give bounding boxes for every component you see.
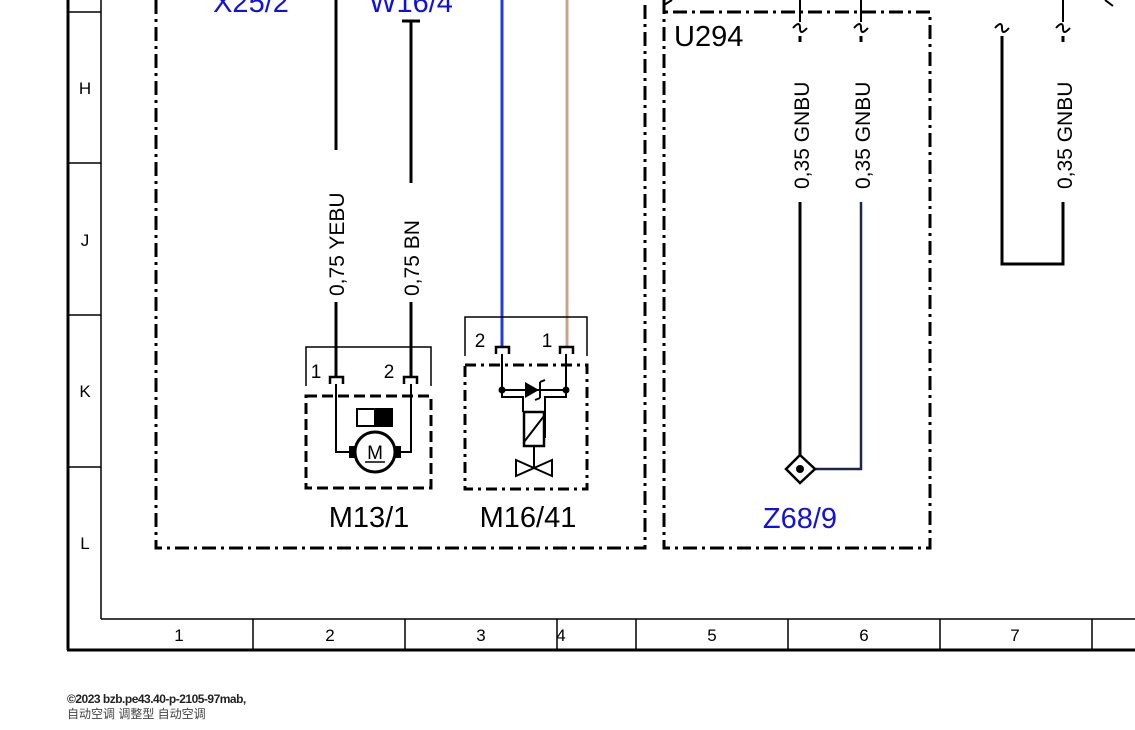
col-label-1: 1: [174, 626, 183, 645]
m16-41-connector-housing: [464, 316, 588, 356]
m16-41-pin1-label: 1: [542, 331, 553, 352]
col-label-3: 3: [476, 626, 485, 645]
motor-symbol-label: M: [367, 443, 383, 464]
m13-1-pin1-label: 1: [311, 362, 322, 383]
footer-line-2: 自动空调 调整型 自动空调: [67, 707, 206, 721]
edge-mark: [1104, 0, 1114, 7]
connector-label-x25-2: X25/2: [213, 0, 289, 19]
wire-break-icon: [792, 0, 808, 33]
row-label-h: H: [79, 79, 91, 98]
wire-label-gnbu-c: 0,35 GNBU: [1054, 82, 1077, 189]
m13-1-internal-wire-left: [335, 384, 352, 453]
m13-1-internal-wire-right: [398, 384, 412, 453]
col-label-2: 2: [325, 626, 334, 645]
m13-1-pin1-terminal: [328, 375, 345, 384]
wire-label-bn: 0,75 BN: [401, 220, 424, 296]
m13-1-component-box: [304, 394, 433, 490]
m13-1-actuator-flap-fill: [374, 409, 392, 426]
connector-label-w16-4: W16/4: [369, 0, 453, 19]
u294-boundary: [662, 0, 932, 550]
wire-break-icon: [853, 0, 869, 33]
m16-41-pin2-label: 2: [475, 331, 486, 352]
m16-41-pin2-terminal: [494, 345, 511, 354]
diode-icon: [525, 382, 539, 398]
document-footer: ©2023 bzb.pe43.40-p-2105-97mab, 自动空调 调整型…: [67, 692, 246, 722]
m13-1-pin2-label: 2: [384, 362, 395, 383]
splice-label-z68-9: Z68/9: [763, 503, 837, 535]
wire-label-yebu: 0,75 YEBU: [326, 192, 349, 296]
wire-break-icon: [994, 23, 1010, 33]
motor-brush-left: [349, 446, 355, 458]
m16-41-component-box: [463, 363, 589, 491]
wire-gnbu-b-lower: [800, 202, 863, 471]
m16-41-pin1-terminal: [558, 345, 575, 354]
zener-bar-icon: [534, 379, 546, 401]
wire-break-icon: [1055, 0, 1071, 33]
component-label-u294: U294: [674, 21, 743, 53]
valve-icon: [515, 458, 553, 478]
wire-gnbu-c-loop: [1000, 36, 1065, 266]
row-label-l: L: [80, 534, 89, 553]
row-label-j: J: [81, 231, 90, 250]
col-label-7: 7: [1010, 626, 1019, 645]
motor-brush-right: [395, 446, 401, 458]
m13-1-connector-housing: [305, 346, 432, 386]
m13-1-pin2-terminal: [402, 375, 419, 384]
solenoid-coil-diagonal: [523, 415, 545, 443]
footer-line-1: ©2023 bzb.pe43.40-p-2105-97mab,: [67, 692, 246, 706]
left-assembly-boundary: [154, 0, 647, 550]
wire-label-gnbu-a: 0,35 GNBU: [791, 82, 814, 189]
component-label-m16-41: M16/41: [480, 502, 577, 534]
splice-junction-dot: [796, 465, 804, 473]
wire-label-gnbu-b: 0,35 GNBU: [852, 82, 875, 189]
component-label-m13-1: M13/1: [329, 502, 410, 534]
boundary-corner-mark: [663, 0, 673, 6]
col-label-5: 5: [707, 626, 716, 645]
row-label-k: K: [79, 382, 91, 401]
col-label-4: 4: [556, 626, 565, 645]
col-label-6: 6: [859, 626, 868, 645]
